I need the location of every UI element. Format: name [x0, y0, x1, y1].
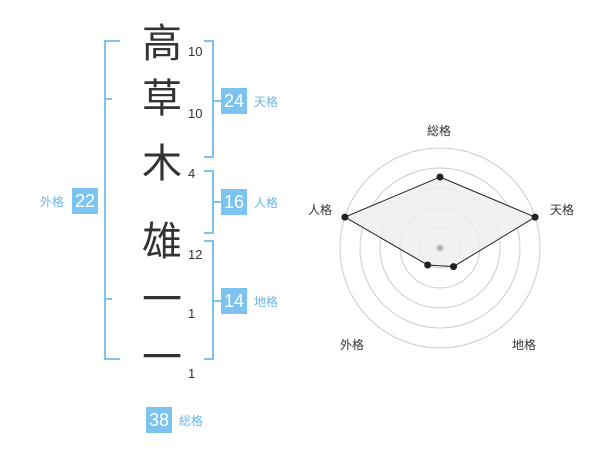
jinkaku-value: 16	[221, 189, 247, 215]
name-char-2: 草	[142, 76, 182, 122]
name-char-5: 一	[142, 277, 182, 323]
radar-label-bottom-left: 外格	[340, 338, 365, 352]
radar-polygon	[343, 176, 537, 268]
gaikaku-value: 22	[72, 188, 98, 214]
stroke-count-6: 1	[188, 366, 196, 381]
stroke-count-2: 10	[188, 106, 203, 121]
tenkaku-value: 24	[221, 88, 247, 114]
soukaku-value: 38	[146, 407, 172, 433]
stroke-count-4: 12	[188, 247, 203, 262]
name-char-3: 木	[142, 141, 182, 187]
name-char-6: 一	[142, 335, 182, 381]
radar-dots	[341, 173, 539, 271]
radar-point-tenkaku	[531, 213, 539, 221]
radar-ring-2	[359, 167, 521, 329]
radar-point-soukaku	[436, 173, 444, 181]
name-char-4: 雄	[142, 219, 182, 265]
radar-chart	[339, 147, 541, 349]
stroke-count-1: 10	[188, 44, 203, 59]
radar-point-chikaku	[450, 263, 458, 271]
radar-point-gaikaku	[424, 261, 432, 269]
radar-center-dot	[436, 244, 444, 252]
name-char-1: 高	[142, 21, 182, 67]
soukaku-label: 総格	[179, 414, 204, 428]
chikaku-label: 地格	[254, 295, 279, 309]
tenkaku-label: 天格	[254, 95, 279, 109]
radar-label-left: 人格	[308, 203, 333, 217]
stroke-count-5: 1	[188, 306, 196, 321]
radar-ring-1	[339, 147, 541, 349]
radar-label-right: 天格	[550, 203, 575, 217]
radar-label-bottom-right: 地格	[512, 338, 537, 352]
radar-label-top: 総格	[427, 124, 452, 138]
stroke-count-3: 4	[188, 166, 196, 181]
chikaku-value: 14	[221, 288, 247, 314]
gaikaku-label: 外格	[40, 195, 65, 209]
jinkaku-label: 人格	[254, 196, 279, 210]
radar-point-jinkaku	[341, 213, 349, 221]
